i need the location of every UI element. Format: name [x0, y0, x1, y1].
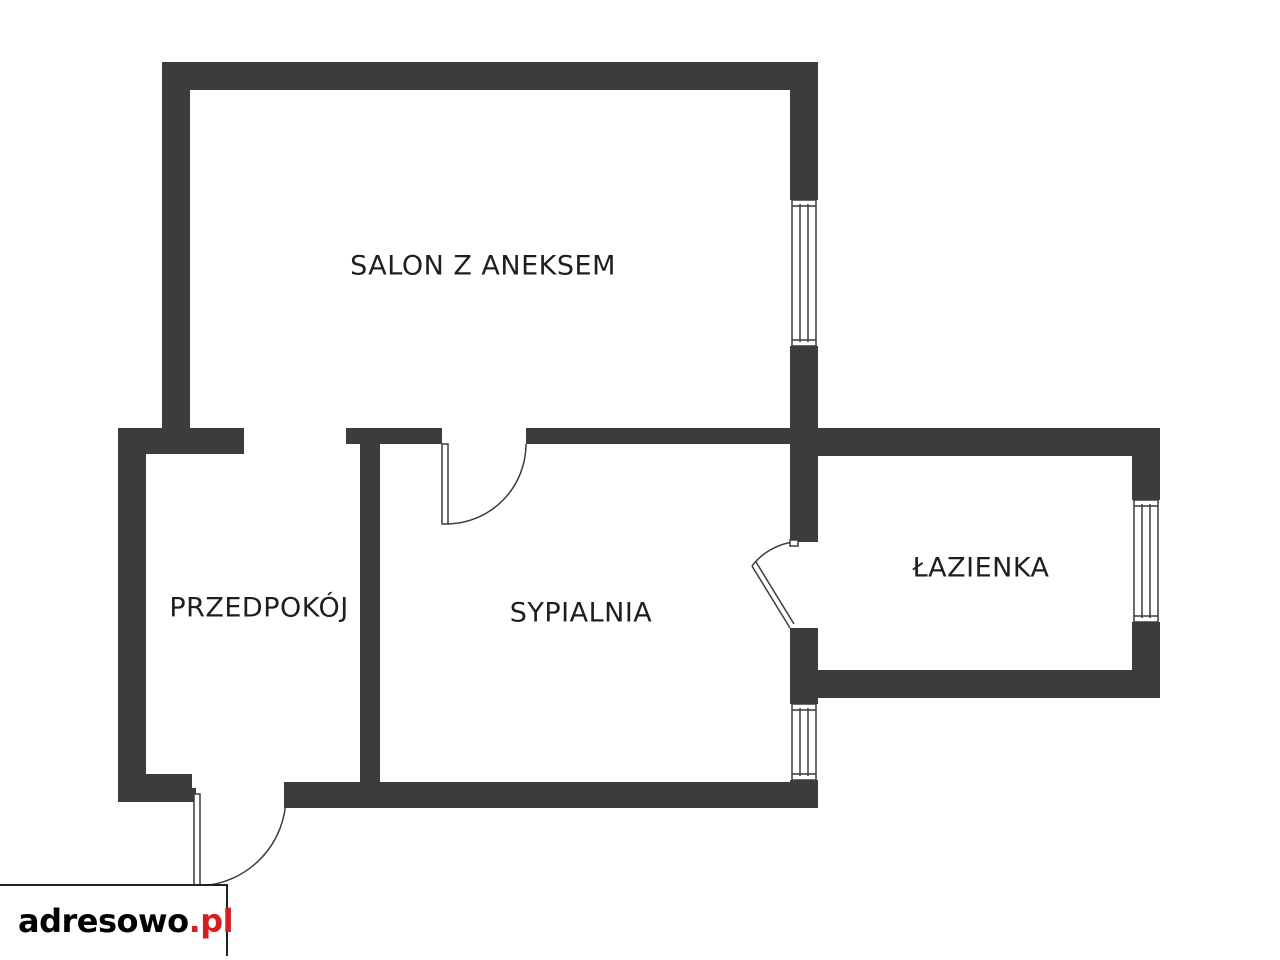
wall-hall-bottom-left — [118, 774, 192, 802]
wall-bottom-stub — [284, 788, 294, 808]
wall-salon-left — [162, 62, 190, 432]
wall-partition-right — [526, 428, 818, 444]
door-bedroom-icon — [441, 443, 527, 525]
brand-logo: adresowo.pl — [0, 884, 234, 956]
wall-hall-bedroom — [360, 428, 380, 802]
wall-bath-bottom — [790, 670, 1160, 698]
brand-name: adresowo — [18, 902, 189, 940]
wall-hall-left — [118, 428, 146, 802]
window-bathroom-icon — [1133, 499, 1159, 623]
wall-bottom — [284, 782, 818, 808]
room-label-sypialnia: SYPIALNIA — [509, 597, 653, 629]
window-salon-icon — [791, 199, 817, 347]
room-label-salon: SALON Z ANEKSEM — [350, 250, 616, 282]
door-bathroom-icon — [751, 539, 799, 629]
brand-dot: . — [188, 902, 201, 940]
wall-salon-top — [162, 62, 818, 90]
door-entrance-icon — [193, 793, 287, 887]
wall-salon-right-upper — [790, 62, 818, 200]
window-bedroom-icon — [791, 703, 817, 781]
brand-tld: pl — [200, 902, 234, 940]
room-label-lazienka: ŁAZIENKA — [912, 552, 1050, 584]
wall-bath-top — [790, 428, 1160, 456]
wall-bath-right-upper — [1132, 428, 1160, 500]
wall-hall-bottom-stub — [186, 788, 196, 802]
room-label-przedpokoj: PRZEDPOKÓJ — [169, 592, 349, 624]
